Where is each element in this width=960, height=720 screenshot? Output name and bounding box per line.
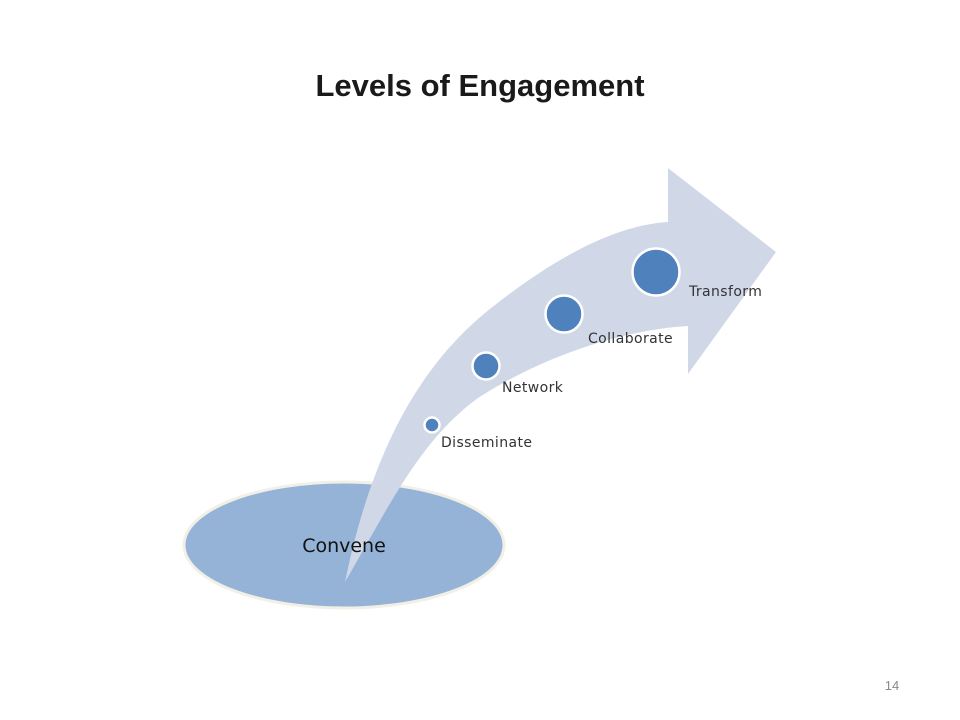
- page-number: 14: [884, 678, 900, 693]
- step-label-network: Network: [502, 380, 564, 396]
- step-dot-collaborate: [544, 294, 584, 334]
- convene-ellipse: [182, 480, 506, 610]
- step-dot-disseminate: [423, 416, 441, 434]
- step-dot-transform: [631, 247, 681, 297]
- step-label-disseminate: Disseminate: [441, 435, 532, 451]
- step-dot-network: [471, 351, 501, 381]
- convene-label: Convene: [302, 535, 386, 557]
- slide-title: Levels of Engagement: [315, 68, 645, 103]
- step-label-collaborate: Collaborate: [588, 331, 673, 347]
- step-label-transform: Transform: [688, 284, 762, 300]
